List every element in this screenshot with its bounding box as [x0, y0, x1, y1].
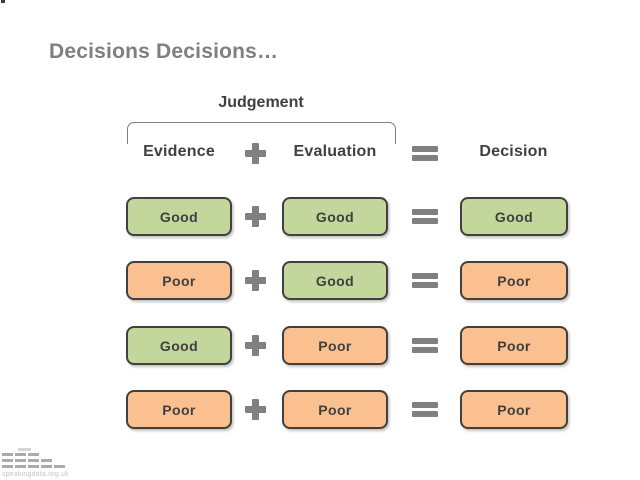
- plus-icon: [245, 206, 266, 227]
- evidence-box: Good: [126, 197, 232, 236]
- judgement-bracket: [127, 122, 396, 144]
- evidence-column-header: Evidence: [143, 143, 215, 160]
- speakingdata-logo: speakingdata.org.uk: [2, 448, 92, 479]
- decision-column-header: Decision: [479, 143, 548, 160]
- evaluation-box: Good: [282, 197, 388, 236]
- equals-icon: [412, 338, 438, 353]
- evidence-box: Good: [126, 326, 232, 365]
- decision-box: Good: [460, 197, 568, 236]
- equals-icon: [412, 402, 438, 417]
- equalizer-bars-icon: [2, 448, 92, 468]
- plus-icon: [245, 143, 266, 164]
- plus-icon: [245, 270, 266, 291]
- evidence-box: Poor: [126, 261, 232, 300]
- equation-row: Poor Poor Poor: [126, 390, 568, 429]
- equation-row: Good Good Good: [126, 197, 568, 236]
- equation-row: Good Poor Poor: [126, 326, 568, 365]
- judgement-label: Judgement: [218, 94, 304, 111]
- equation-row: Poor Good Poor: [126, 261, 568, 300]
- evaluation-box: Poor: [282, 390, 388, 429]
- header-row: Evidence Evaluation Decision: [126, 141, 568, 167]
- equals-icon: [412, 273, 438, 288]
- decision-box: Poor: [460, 326, 568, 365]
- evidence-box: Poor: [126, 390, 232, 429]
- corner-artifact: [1, 0, 5, 3]
- decision-box: Poor: [460, 390, 568, 429]
- equals-icon: [412, 209, 438, 224]
- plus-icon: [245, 335, 266, 356]
- slide-title: Decisions Decisions…: [49, 40, 279, 63]
- equals-icon: [412, 146, 438, 161]
- decision-box: Poor: [460, 261, 568, 300]
- evaluation-box: Poor: [282, 326, 388, 365]
- plus-icon: [245, 399, 266, 420]
- evaluation-box: Good: [282, 261, 388, 300]
- logo-url-text: speakingdata.org.uk: [2, 471, 69, 478]
- evaluation-column-header: Evaluation: [293, 143, 377, 160]
